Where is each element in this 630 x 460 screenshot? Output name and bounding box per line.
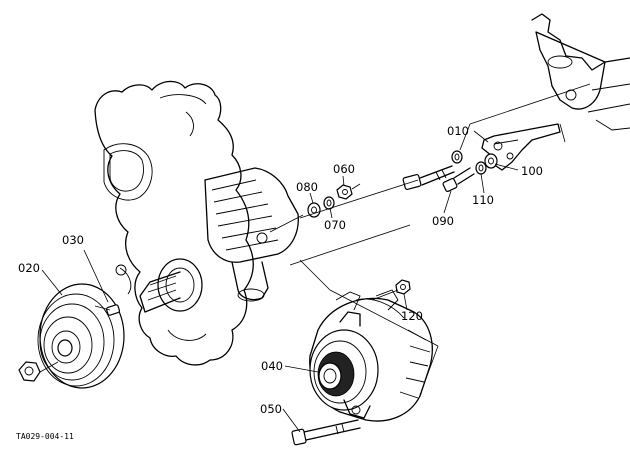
callout-leaders — [41, 130, 519, 433]
assembly-lines — [39, 83, 591, 396]
callout-090: 090 — [432, 214, 454, 228]
callout-010: 010 — [447, 124, 469, 138]
nut-120 — [395, 279, 411, 295]
callout-070: 070 — [324, 218, 346, 232]
spring-washer-110 — [475, 161, 487, 175]
gear-case-housing — [94, 80, 299, 366]
bracket-washer — [451, 150, 463, 164]
callout-030: 030 — [62, 233, 84, 247]
feather-key — [105, 304, 121, 316]
bracket-bolt-090 — [442, 167, 475, 193]
callout-100: 100 — [521, 164, 543, 178]
crankshaft-nose — [139, 258, 203, 313]
pulley-nut — [18, 361, 41, 382]
callout-labels: 010 020 030 040 050 060 070 080 090 100 … — [18, 124, 543, 416]
nut-060 — [336, 184, 353, 200]
callout-110: 110 — [472, 193, 494, 207]
callout-120: 120 — [401, 309, 423, 323]
callout-080: 080 — [296, 180, 318, 194]
thermostat-housing — [531, 13, 630, 131]
fan-drive-pulley — [37, 283, 125, 389]
alternator-bolt-050 — [291, 419, 361, 446]
callout-040: 040 — [261, 359, 283, 373]
callout-050: 050 — [260, 402, 282, 416]
drawing-code: TA029-004-11 — [16, 432, 74, 441]
callout-060: 060 — [333, 162, 355, 176]
washer-080 — [307, 202, 321, 218]
washer-100 — [484, 153, 498, 169]
callout-020: 020 — [18, 261, 40, 275]
alternator — [309, 289, 433, 422]
